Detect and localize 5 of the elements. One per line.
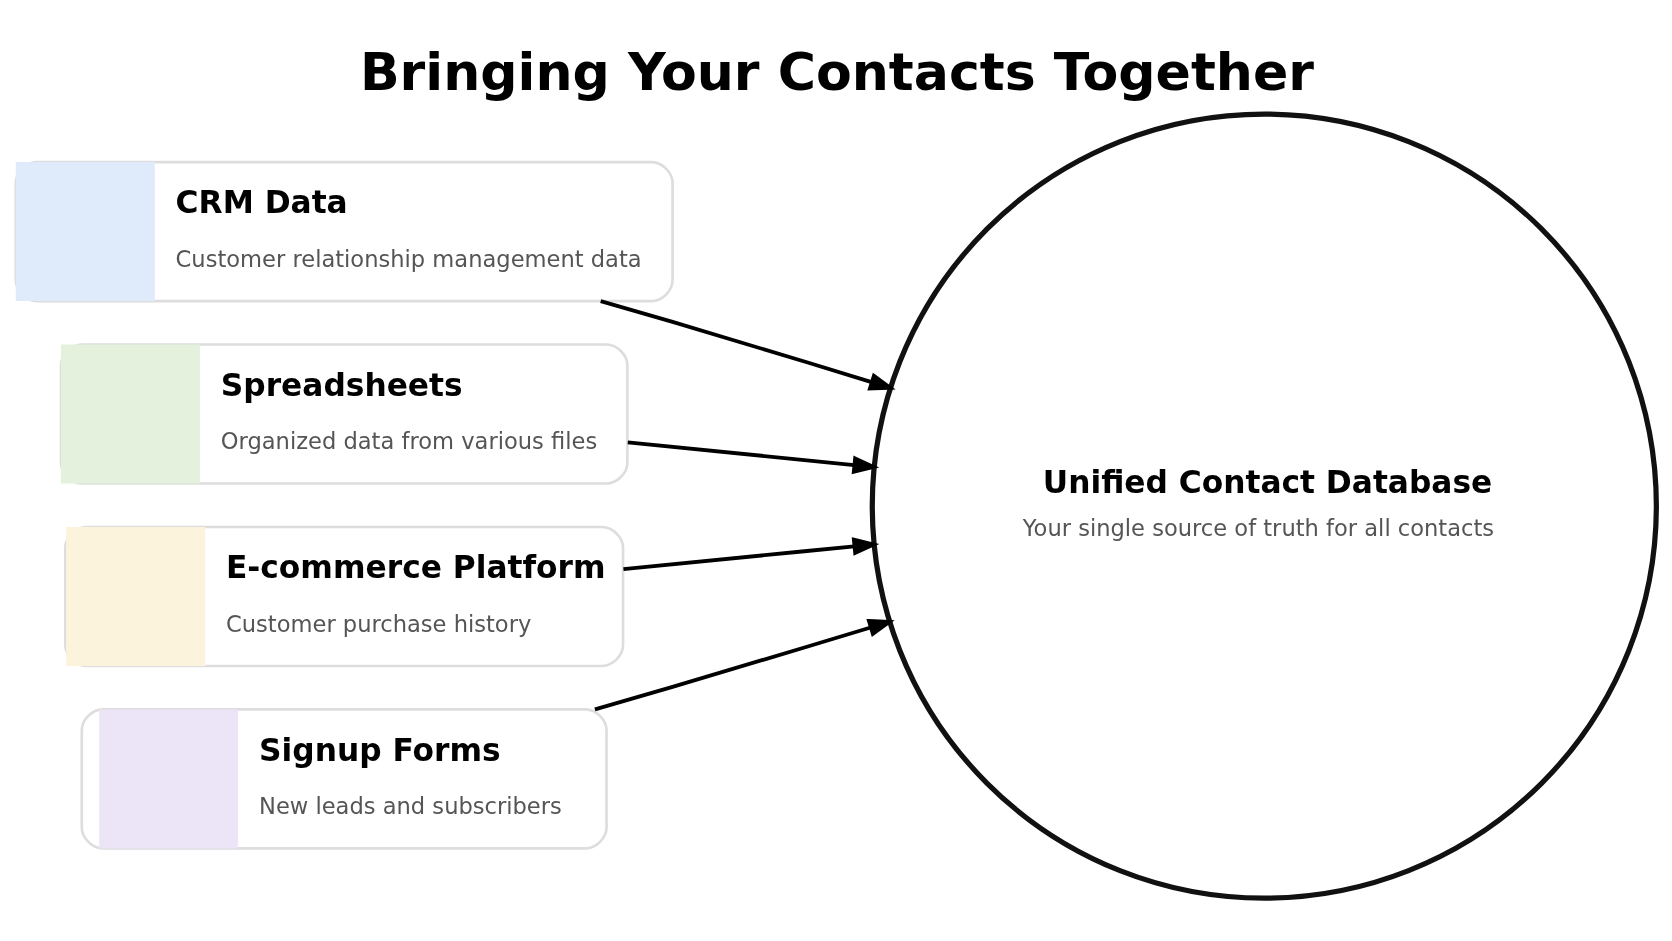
arrow bbox=[627, 440, 880, 475]
arrow bbox=[600, 299, 896, 391]
diagram-title: Bringing Your Contacts Together bbox=[359, 41, 1314, 102]
arrow bbox=[594, 619, 895, 712]
arrow bbox=[623, 537, 880, 571]
